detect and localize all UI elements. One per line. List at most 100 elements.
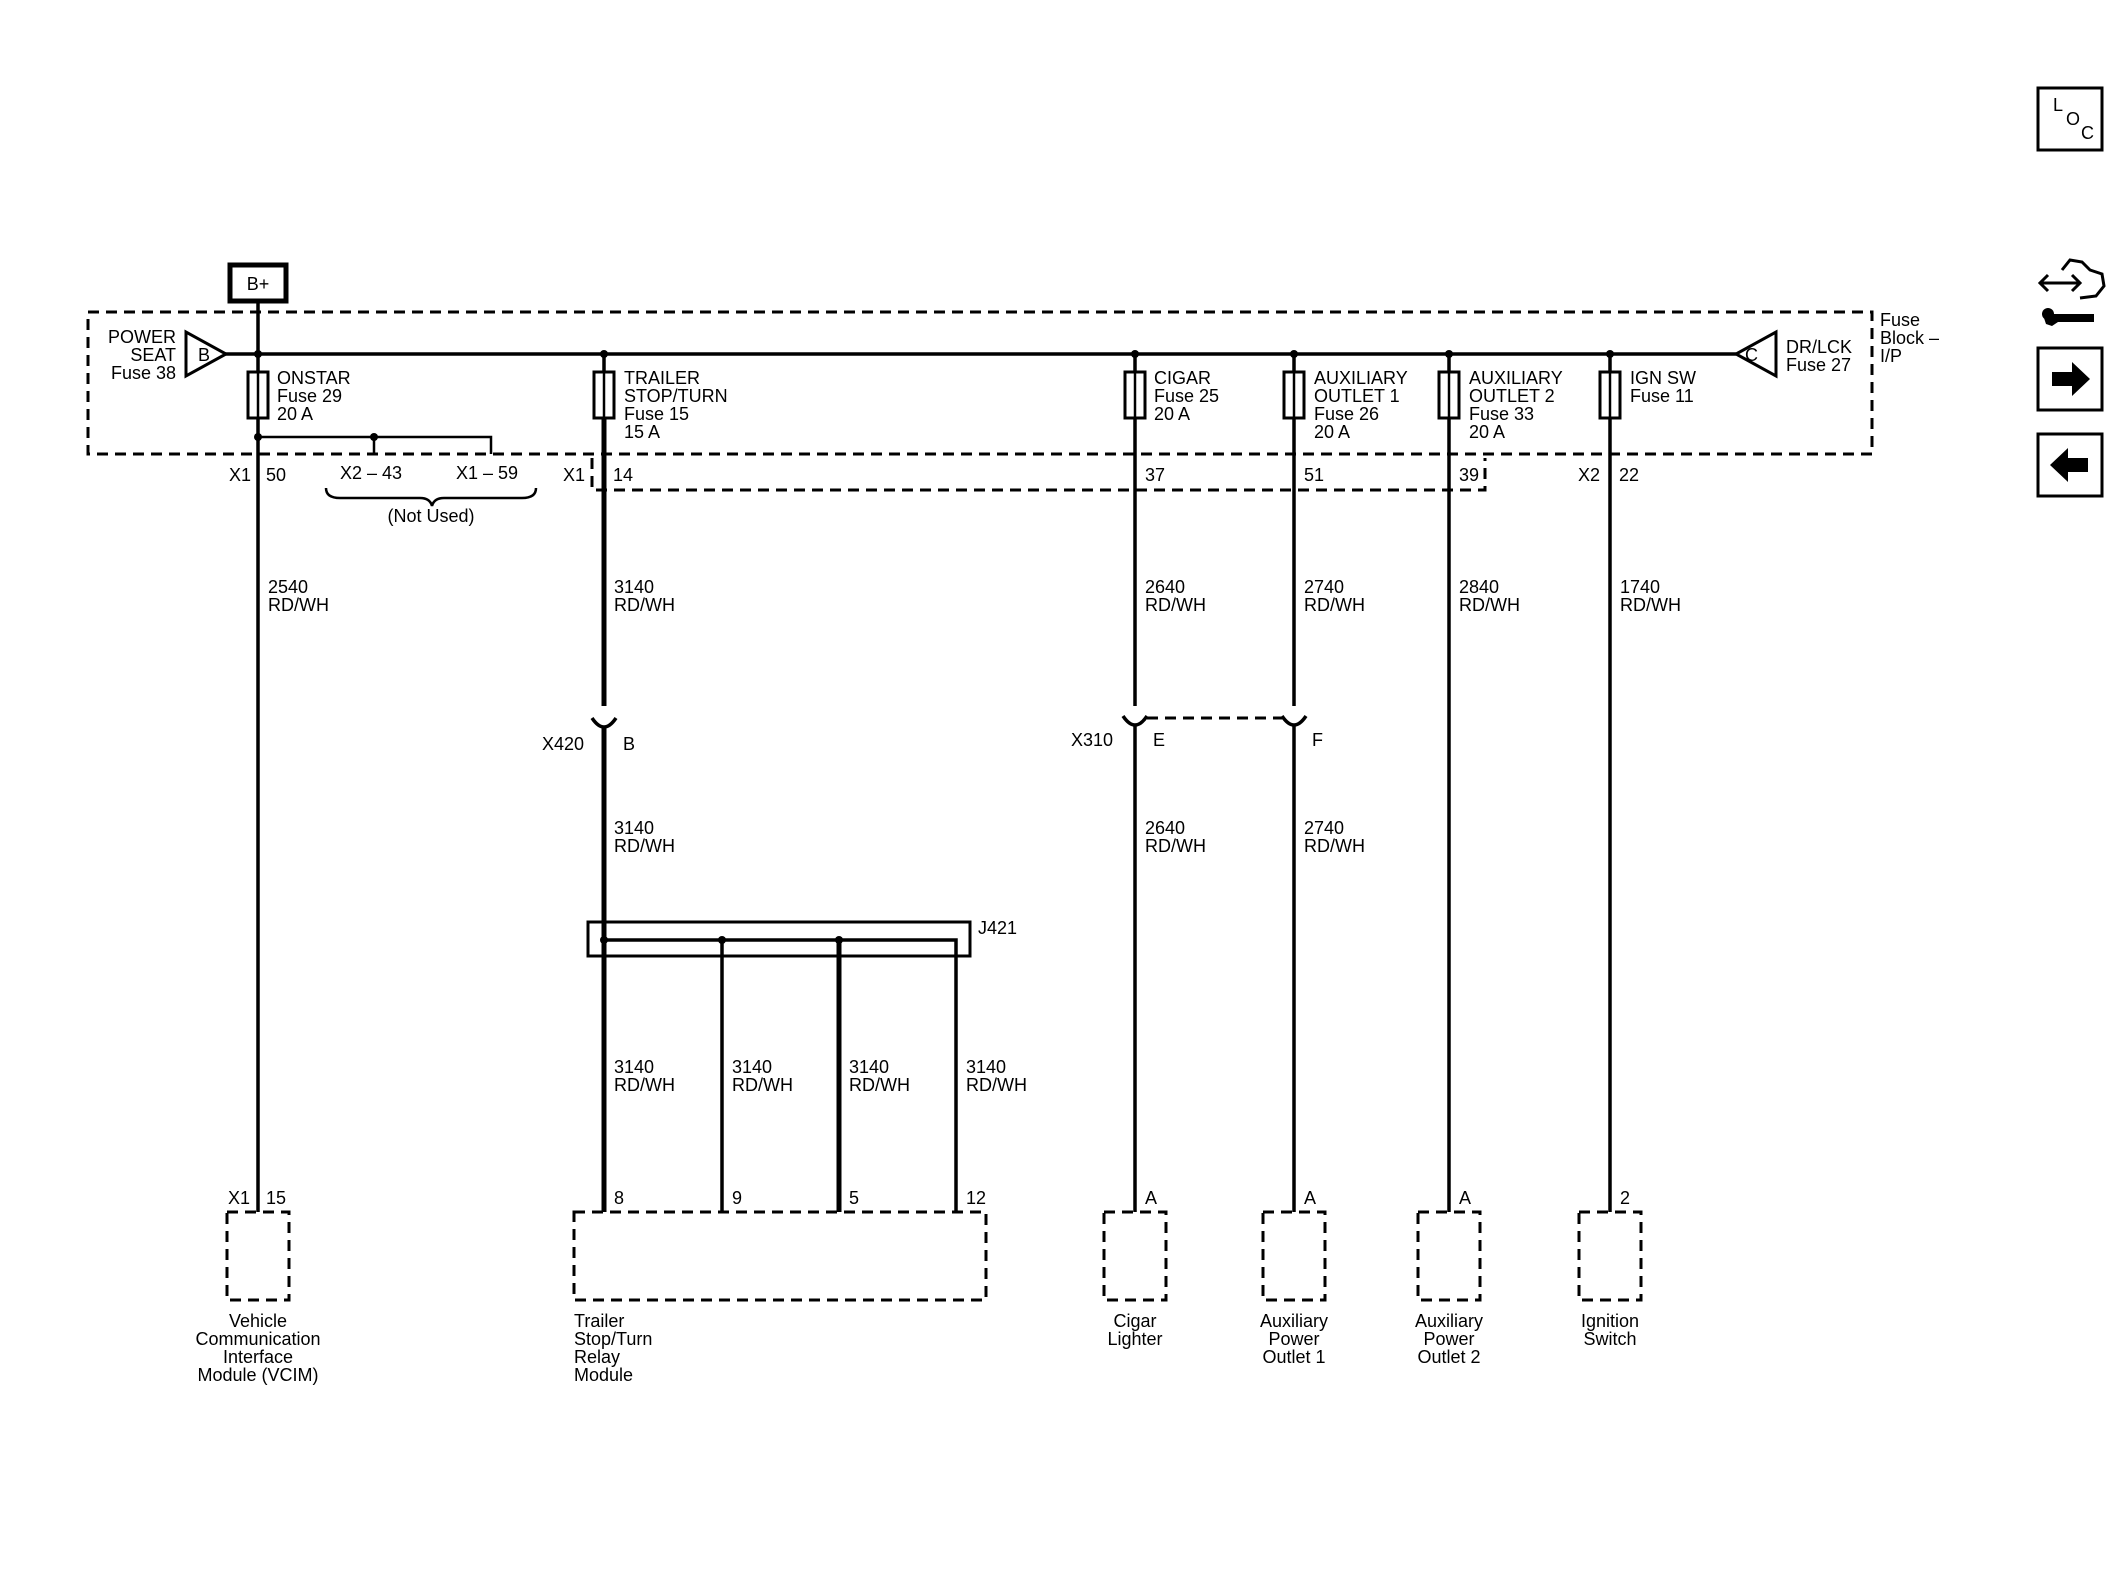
pin-51: 51: [1304, 465, 1324, 485]
connector-x420-name: X420: [542, 734, 584, 754]
wire-label-trailer-mid-circuit: 3140: [614, 818, 654, 838]
fuse-auxiliary-outlet-2: AUXILIARY OUTLET 2 Fuse 33 20 A: [1437, 354, 1563, 442]
loc-button[interactable]: L O C: [2036, 86, 2104, 152]
component-aux-outlet-1: [1261, 1210, 1327, 1302]
wire-label-aux1-color: RD/WH: [1304, 595, 1365, 615]
label-line: Vehicle: [229, 1311, 287, 1331]
splice-j421-outline: [586, 920, 972, 958]
wire-label-splice-8-circuit: 3140: [614, 1057, 654, 1077]
connector-x420-symbol: [590, 716, 618, 729]
relay-pin-5: 5: [849, 1188, 859, 1208]
loc-letter-c: C: [2081, 123, 2094, 143]
relay-pin-12: 12: [966, 1188, 986, 1208]
wire-label-trailer-circuit: 3140: [614, 577, 654, 597]
wire-label-aux1-lower-circuit: 2740: [1304, 818, 1344, 838]
cigar-pin-a: A: [1145, 1188, 1157, 1208]
fuse-label-line-1: CIGAR: [1154, 368, 1211, 388]
pin-50: 50: [266, 465, 286, 485]
relay-pin-8: 8: [614, 1188, 624, 1208]
component-vcim: [225, 1210, 291, 1302]
wire-label-trailer-color: RD/WH: [614, 595, 675, 615]
fuse-label-line-2: Fuse 11: [1630, 386, 1694, 406]
connector-x1-label: X1: [229, 465, 251, 485]
fuse-block-title-line-1: Fuse: [1880, 310, 1920, 330]
connector-x2-label: X2: [1578, 465, 1600, 485]
label-aux-outlet-2: Auxiliary Power Outlet 2: [1415, 1311, 1483, 1367]
next-page-frame[interactable]: [2036, 346, 2104, 412]
fuse-ign-sw: IGN SW Fuse 11: [1598, 354, 1696, 420]
connector-x1-label-2: X1: [563, 465, 585, 485]
loc-button-frame[interactable]: [2036, 86, 2104, 152]
wire-label-ign-color: RD/WH: [1620, 595, 1681, 615]
component-trailer-relay: [572, 1210, 988, 1302]
aux2-pin-a: A: [1459, 1188, 1471, 1208]
wire-label-aux2-color: RD/WH: [1459, 595, 1520, 615]
wire-label-splice-5-color: RD/WH: [849, 1075, 910, 1095]
left-feed-arrow-letter: B: [198, 345, 210, 365]
label-line: Communication: [195, 1329, 320, 1349]
fuse-block-title: Fuse Block – I/P: [1880, 310, 1939, 366]
previous-page-frame[interactable]: [2036, 432, 2104, 498]
fuse-block-title-line-3: I/P: [1880, 346, 1902, 366]
connector-x310-pin-f: F: [1312, 730, 1323, 750]
not-used-bracket: [324, 487, 538, 507]
label-line: Stop/Turn: [574, 1329, 652, 1349]
wiring-tools-icon[interactable]: [2037, 258, 2106, 326]
tools-wrench: [2044, 314, 2094, 326]
fuse-label-line-2: Fuse 29: [277, 386, 342, 406]
fuse-label-line-3: Fuse 15: [624, 404, 689, 424]
connector-x310-pin-e: E: [1153, 730, 1165, 750]
fuse-label-line-1: AUXILIARY: [1314, 368, 1408, 388]
fuse-label-line-1: TRAILER: [624, 368, 700, 388]
left-feed-arrow: [184, 329, 230, 379]
label-line: Outlet 1: [1262, 1347, 1325, 1367]
left-feed-line-1: POWER: [108, 327, 176, 347]
connector-x310-symbol-e: [1121, 714, 1149, 727]
label-line: Module: [574, 1365, 633, 1385]
label-ignition-switch: Ignition Switch: [1581, 1311, 1639, 1349]
pin-39: 39: [1459, 465, 1479, 485]
arrow-right-icon: [2052, 362, 2090, 396]
label-line: Auxiliary: [1260, 1311, 1328, 1331]
label-line: Module (VCIM): [197, 1365, 318, 1385]
label-aux-outlet-1: Auxiliary Power Outlet 1: [1260, 1311, 1328, 1367]
pin-37: 37: [1145, 465, 1165, 485]
fuse-label-line-2: OUTLET 2: [1469, 386, 1555, 406]
fuse-cigar: CIGAR Fuse 25 20 A: [1123, 354, 1219, 424]
fuse-onstar: ONSTAR Fuse 29 20 A: [246, 354, 351, 424]
left-feed: POWER SEAT Fuse 38 B: [108, 327, 230, 383]
label-trailer-relay: Trailer Stop/Turn Relay Module: [574, 1311, 652, 1385]
label-line: Power: [1423, 1329, 1474, 1349]
fuse-label-line-2: STOP/TURN: [624, 386, 728, 406]
wire-label-splice-12-color: RD/WH: [966, 1075, 1027, 1095]
connector-x310-symbol-f: [1280, 714, 1308, 727]
wire-label-splice-12-circuit: 3140: [966, 1057, 1006, 1077]
next-page-button[interactable]: [2036, 346, 2104, 412]
tools-connector-shape: [2060, 258, 2106, 300]
fuse-label-line-2: Fuse 25: [1154, 386, 1219, 406]
label-line: Ignition: [1581, 1311, 1639, 1331]
battery-label: B+: [247, 274, 270, 294]
aux1-pin-a: A: [1304, 1188, 1316, 1208]
tools-wrench-head: [2042, 308, 2054, 320]
wire-label-aux2-circuit: 2840: [1459, 577, 1499, 597]
fuse-label-line-1: IGN SW: [1630, 368, 1696, 388]
wire-label-splice-5-circuit: 3140: [849, 1057, 889, 1077]
tools-arrow-head-left: [2037, 273, 2050, 293]
previous-page-button[interactable]: [2036, 432, 2104, 498]
fuse-label-line-3: 20 A: [1154, 404, 1190, 424]
label-line: Auxiliary: [1415, 1311, 1483, 1331]
component-cigar-lighter: [1102, 1210, 1168, 1302]
wire-label-splice-9-circuit: 3140: [732, 1057, 772, 1077]
fuse-label-line-4: 15 A: [624, 422, 660, 442]
ign-pin-2: 2: [1620, 1188, 1630, 1208]
fuse-trailer-stop-turn: TRAILER STOP/TURN Fuse 15 15 A: [592, 354, 728, 442]
fuse-label-line-3: 20 A: [277, 404, 313, 424]
wire-label-trailer-mid-color: RD/WH: [614, 836, 675, 856]
wire-label-vcim-color: RD/WH: [268, 595, 329, 615]
right-feed-line-1: DR/LCK: [1786, 337, 1852, 357]
wire-label-cigar-lower-circuit: 2640: [1145, 818, 1185, 838]
wire-label-aux1-lower-color: RD/WH: [1304, 836, 1365, 856]
pin-22: 22: [1619, 465, 1639, 485]
not-used-label: (Not Used): [387, 506, 474, 526]
